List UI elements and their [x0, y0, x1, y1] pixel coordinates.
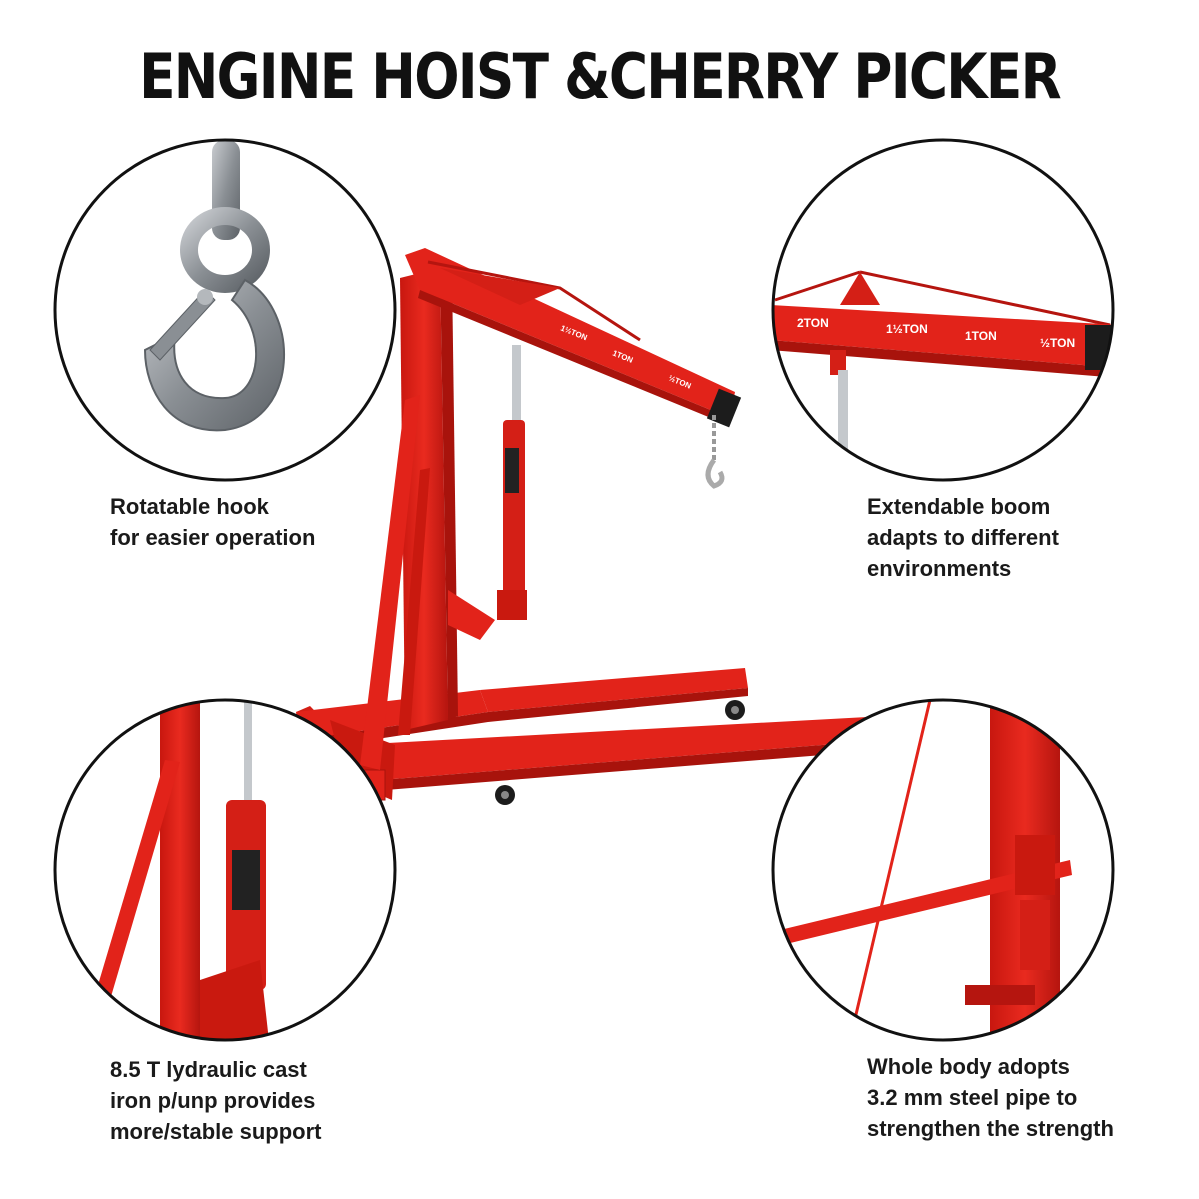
- caption-pipe-line-2: 3.2 mm steel pipe to: [867, 1085, 1078, 1110]
- caption-pump-line-1: 8.5 T lydraulic cast: [110, 1057, 307, 1082]
- caption-hook-line-2: for easier operation: [110, 525, 316, 550]
- caption-hook: Rotatable hook for easier operation: [110, 491, 315, 553]
- hook-detail-circle: [53, 138, 397, 482]
- caption-pump-line-2: iron p/unp provides: [110, 1088, 316, 1113]
- caption-pipe-line-1: Whole body adopts: [867, 1054, 1070, 1079]
- caption-hook-line-1: Rotatable hook: [110, 494, 269, 519]
- pipe-detail-circle: [771, 698, 1115, 1042]
- caption-pump: 8.5 T lydraulic cast iron p/unp provides…: [110, 1054, 321, 1147]
- boom-zoom-label-4: ½TON: [1040, 336, 1075, 350]
- caption-pipe-line-3: strengthen the strength: [867, 1116, 1114, 1141]
- boom-zoom-label-3: 1TON: [965, 329, 997, 343]
- caption-boom: Extendable boom adapts to different envi…: [867, 491, 1059, 584]
- boom-detail-circle: 2TON 1½TON 1TON ½TON: [771, 138, 1115, 482]
- boom-zoom-label-1: 2TON: [797, 316, 829, 330]
- caption-boom-line-3: environments: [867, 556, 1012, 581]
- boom-zoom-label-2: 1½TON: [886, 322, 928, 336]
- caption-boom-line-1: Extendable boom: [867, 494, 1051, 519]
- caption-pump-line-3: more/stable support: [110, 1119, 322, 1144]
- pump-detail-circle: [53, 698, 397, 1042]
- caption-pipe: Whole body adopts 3.2 mm steel pipe to s…: [867, 1051, 1114, 1144]
- page-title: ENGINE HOIST &CHERRY PICKER: [139, 40, 1062, 113]
- caption-boom-line-2: adapts to different: [867, 525, 1059, 550]
- hook-icon: [143, 140, 285, 432]
